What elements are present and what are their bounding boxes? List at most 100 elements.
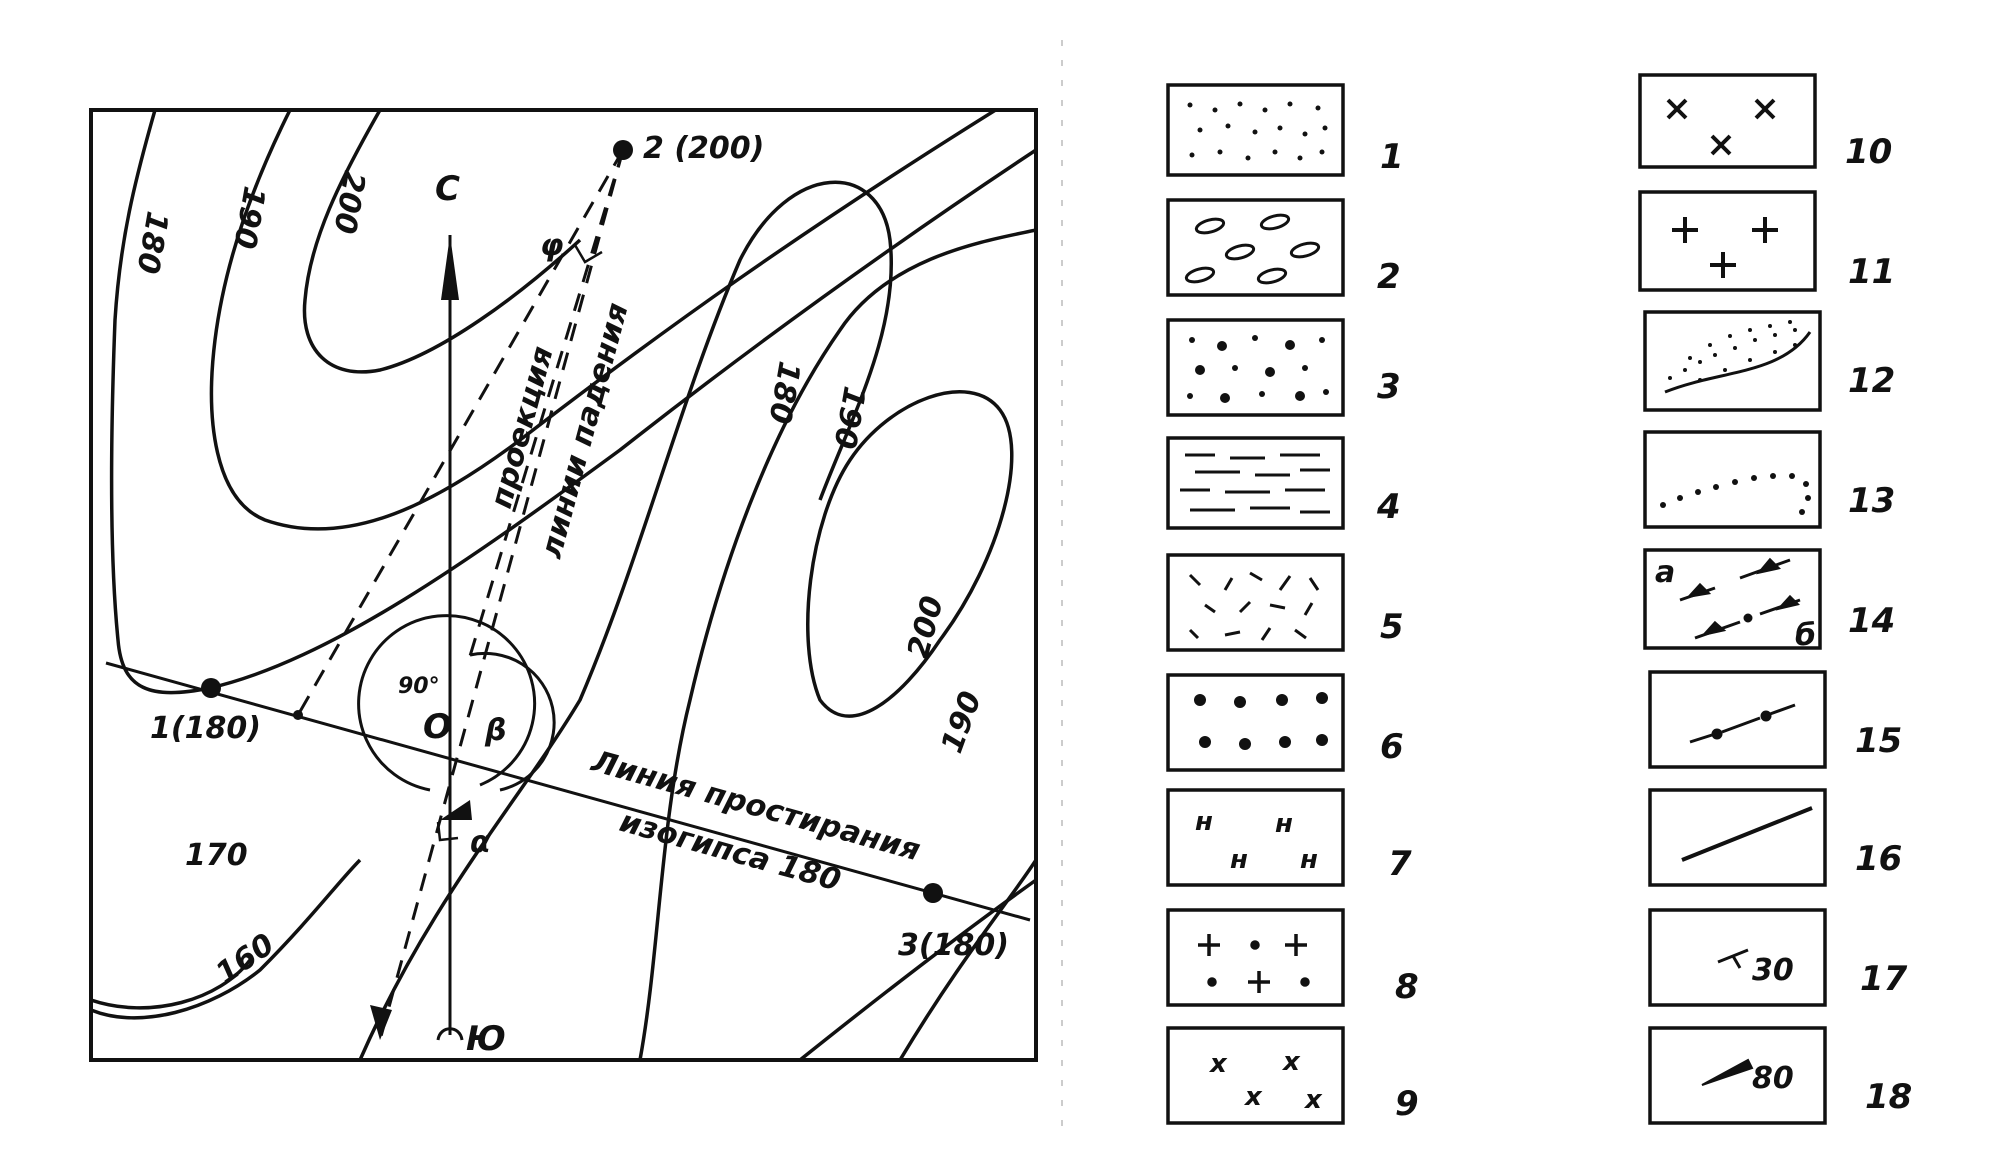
legend-box-5 [1166,553,1345,652]
north-arrow-icon [441,235,459,300]
legend: н н н н x x x x [1166,73,1912,1125]
pattern-small-x: x x x x [1208,1047,1323,1115]
svg-text:x: x [1303,1085,1323,1115]
south-tick-icon [436,1027,464,1041]
legend-number-16: 16 [1855,839,1902,879]
point-2 [613,140,633,160]
legend-box-6 [1166,673,1345,772]
svg-text:x: x [1243,1082,1263,1112]
point-3-label: 3(180) [898,928,1009,963]
legend-number-11: 11 [1848,252,1895,292]
legend-box-11 [1638,190,1817,292]
legend-box-17 [1648,908,1827,1007]
legend-number-13: 13 [1848,481,1895,521]
legend-17-value: 30 [1752,953,1794,988]
angle-alpha: α [470,825,491,860]
contour-label-180-top: 180 [129,209,174,277]
legend-number-3: 3 [1377,367,1401,407]
pattern-double-ticks: н н н н [1195,807,1318,875]
svg-text:н: н [1230,845,1248,875]
legend-14-sub-a: а [1655,555,1675,590]
phi-angle-mark [573,244,603,264]
pattern-dashes [1180,453,1330,514]
pattern-large-x [1666,98,1776,156]
dip-arrow-icon [370,1005,392,1040]
map-frame [89,108,1038,1062]
legend-box-10 [1638,73,1817,169]
legend-box-9 [1166,1026,1345,1125]
contour-lines [91,110,1036,1060]
legend-box-8 [1166,908,1345,1007]
svg-text:н: н [1275,809,1293,839]
legend-box-14 [1643,548,1822,650]
elevation-label-170: 170 [185,838,248,873]
legend-number-14: 14 [1848,601,1895,641]
legend-box-16 [1648,788,1827,887]
structure-contour-map: С Ю О 1(180) 2 (200) 3(180) 180 190 200 … [89,108,1038,1062]
legend-box-7 [1166,788,1345,887]
strike-dip-intersection [293,710,303,720]
contour-180-right [358,180,893,1060]
contour-200-right [806,390,1014,718]
pattern-strike-dip [1717,948,1749,969]
dip-line-text-2: линии падения [534,299,636,562]
legend-box-3 [1166,318,1345,417]
legend-box-1 [1166,83,1345,177]
legend-box-12 [1643,310,1822,412]
legend-number-17: 17 [1860,959,1908,999]
contour-190-lower-right [798,878,1036,1060]
dip-projection-lines [296,149,625,1041]
pattern-fine-dots [1187,101,1328,161]
pattern-solid-line [1681,806,1813,862]
svg-text:x: x [1208,1049,1228,1079]
legend-number-8: 8 [1395,967,1419,1007]
beta-arc [469,651,556,792]
legend-number-7: 7 [1388,844,1412,884]
contour-160-tail [91,958,252,1010]
pattern-filled-dots [1194,692,1328,750]
pattern-crosses-dots [1198,934,1310,993]
pattern-large-plus [1672,217,1778,278]
pattern-ovals [1184,213,1321,285]
legend-box-4 [1166,436,1345,530]
legend-number-4: 4 [1376,487,1401,527]
pattern-large-dots [1187,335,1329,403]
angle-phi: φ [540,228,563,263]
legend-numbers: 1 2 3 4 5 6 7 8 9 10 11 12 13 14 15 16 1… [1376,132,1912,1124]
legend-number-18: 18 [1865,1077,1912,1117]
contour-label-190-top: 190 [226,184,271,252]
legend-box-13 [1643,430,1822,529]
contour-190-upper-left [209,110,999,531]
legend-number-12: 12 [1848,361,1895,401]
point-2-label: 2 (200) [643,131,764,166]
contour-label-200-right: 200 [901,593,951,663]
pattern-dotted-line [1660,473,1811,515]
legend-number-5: 5 [1380,607,1404,647]
pattern-dash-dot-line [1689,703,1796,744]
svg-text:н: н [1195,807,1213,837]
contour-190-right [638,228,1036,1060]
legend-number-15: 15 [1855,721,1902,761]
pattern-thrust-lines [1679,557,1801,640]
south-label: Ю [466,1019,506,1059]
legend-18-value: 80 [1752,1061,1794,1096]
pattern-dotted-wedge [1664,320,1812,394]
contour-label-190-right-low: 190 [935,687,989,758]
point-1-label: 1(180) [150,711,261,746]
contour-label-200-top: 200 [326,169,371,237]
legend-number-2: 2 [1377,257,1401,297]
right-angle-mark [436,821,459,842]
angle-circle [357,614,537,792]
contour-160 [91,858,362,1020]
contour-label-180-right: 180 [761,359,806,427]
legend-number-9: 9 [1395,1084,1419,1124]
north-label: С [435,169,460,209]
alpha-marker-icon [440,800,472,820]
point-1 [201,678,221,698]
pattern-random-strokes [1188,571,1320,641]
contour-200-upper-left [302,110,582,374]
pattern-dip-wedge [1701,1058,1754,1086]
point-3 [923,883,943,903]
contour-190-right-edge [898,859,1036,1060]
